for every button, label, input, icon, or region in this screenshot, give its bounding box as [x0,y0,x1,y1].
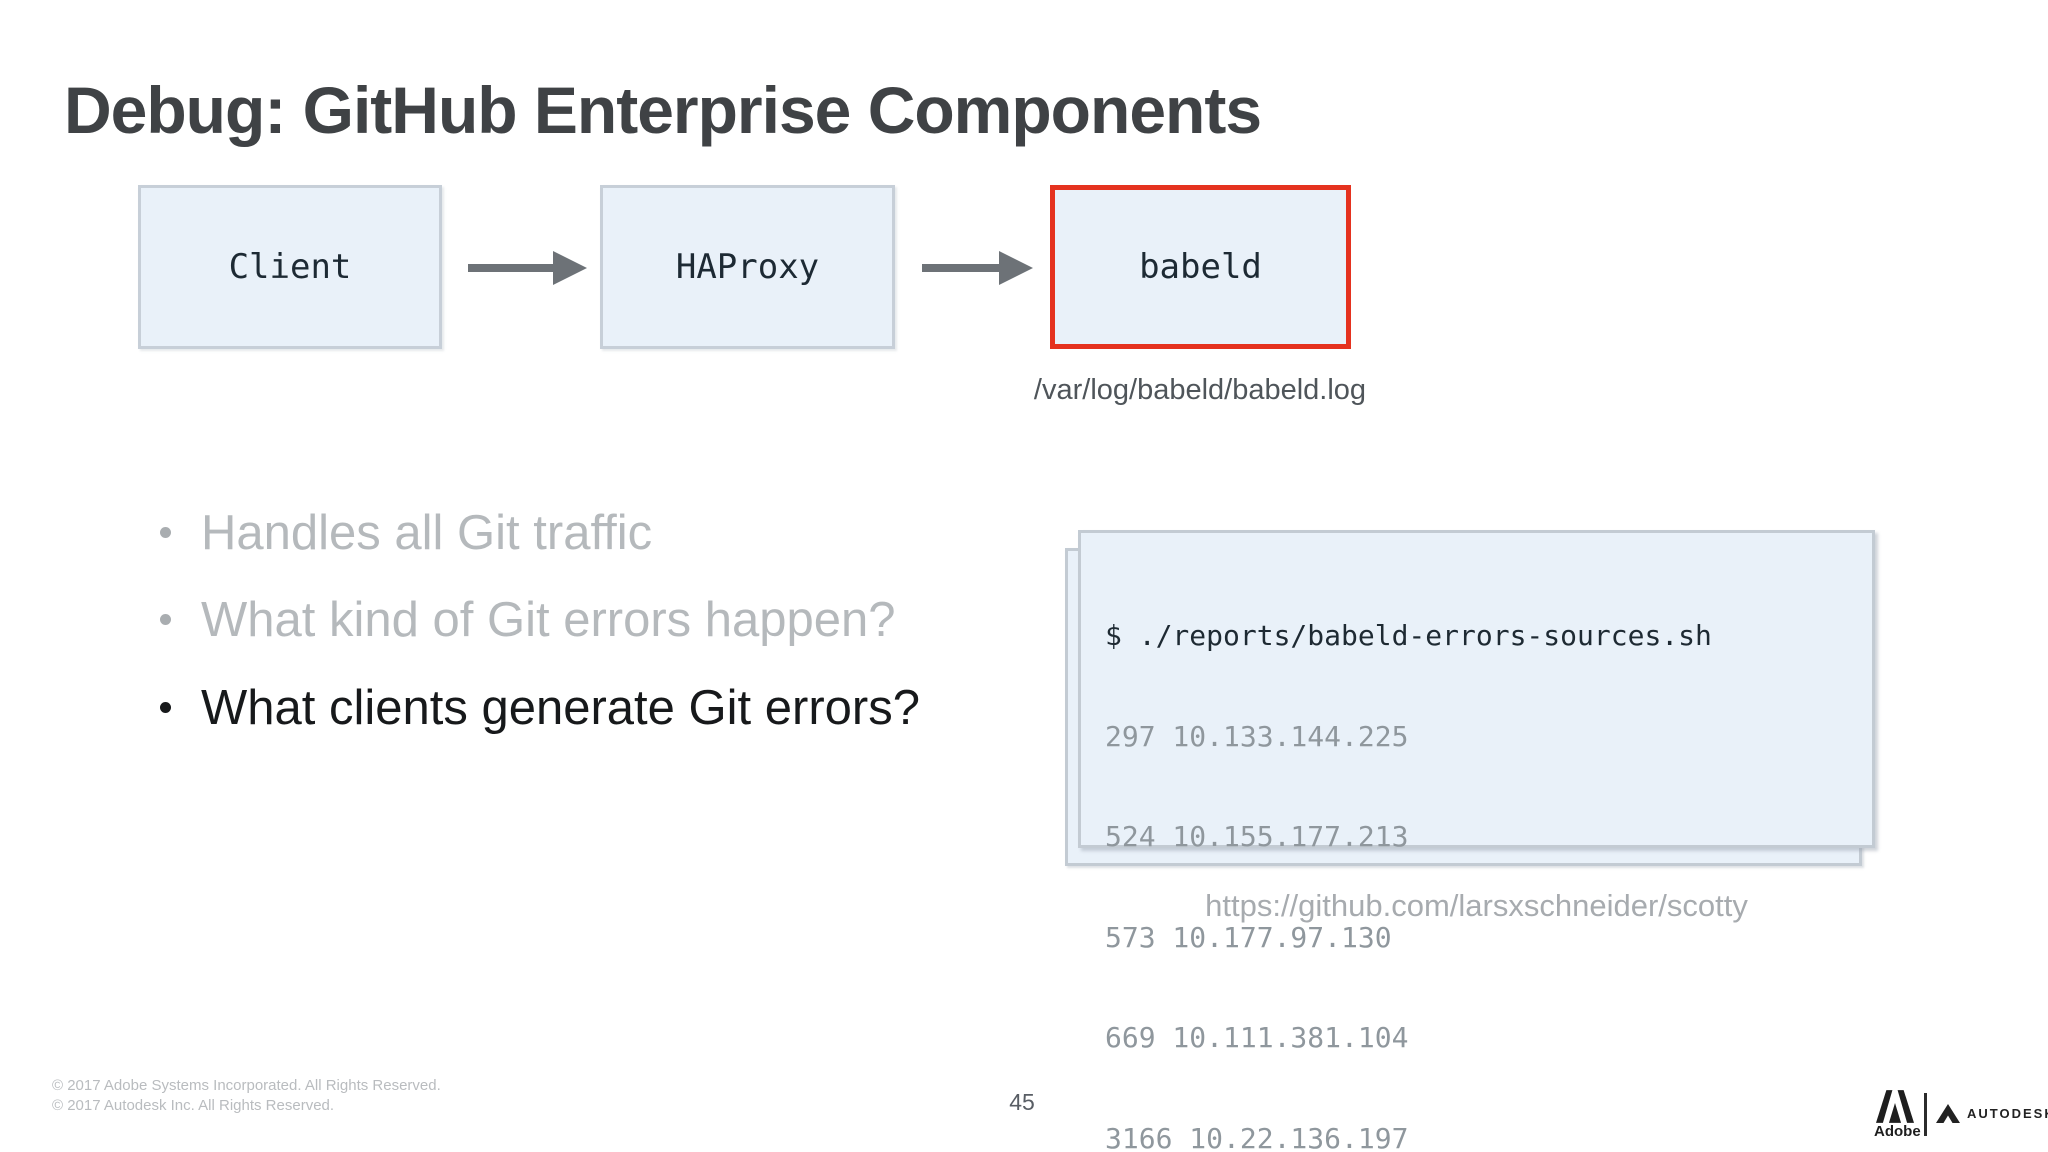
terminal-panel-front [1078,530,1875,848]
terminal-line: 3166 10.22.136.197 [1105,1121,1409,1152]
footer-logos: Adobe AUTODESK. [1874,1090,2048,1144]
diagram-node-client: Client [138,185,442,349]
slide-title: Debug: GitHub Enterprise Components [64,73,1262,147]
bullet-text: Handles all Git traffic [201,506,653,560]
diagram-node-haproxy: HAProxy [600,185,895,349]
bullet-dot-icon [160,702,171,713]
adobe-wordmark: Adobe [1874,1123,1921,1140]
babeld-log-path: /var/log/babeld/babeld.log [1033,374,1367,406]
terminal-line: 573 10.177.97.130 [1105,920,1392,954]
autodesk-logo: AUTODESK. [1936,1104,2048,1123]
adobe-logo: Adobe [1874,1090,1921,1140]
diagram-node-babeld-label: babeld [1139,247,1262,287]
logo-divider [1924,1093,1927,1136]
bullet-text: What kind of Git errors happen? [201,593,896,647]
bullet-item: Handles all Git traffic [160,505,652,561]
terminal-command: $ ./reports/babeld-errors-sources.sh [1105,619,1712,652]
copyright-line-adobe: © 2017 Adobe Systems Incorporated. All R… [52,1077,441,1094]
bullet-text: What clients generate Git errors? [201,681,920,735]
bullet-dot-icon [160,614,171,625]
bullet-item: What kind of Git errors happen? [160,592,896,648]
bullet-dot-icon [160,527,171,538]
arrow-client-to-haproxy-head [553,251,587,285]
diagram-node-haproxy-label: HAProxy [675,247,820,287]
copyright-notice: © 2017 Adobe Systems Incorporated. All R… [52,1076,441,1116]
terminal-line: 524 10.155.177.213 [1105,820,1409,853]
arrow-haproxy-to-babeld-head [999,251,1033,285]
arrow-client-to-haproxy [468,264,560,272]
page-number: 45 [1009,1089,1035,1115]
diagram-node-babeld-highlighted: babeld [1050,185,1351,349]
autodesk-a-icon [1936,1104,1960,1123]
terminal-line: 669 10.111.381.104 [1105,1021,1409,1054]
github-repo-url: https://github.com/larsxschneider/scotty [1205,888,1748,923]
autodesk-wordmark: AUTODESK. [1967,1106,2048,1121]
arrow-haproxy-to-babeld [922,264,1006,272]
terminal-line: 297 10.133.144.225 [1105,719,1409,753]
diagram-node-client-label: Client [228,247,352,287]
adobe-a-icon [1876,1090,1914,1123]
terminal-output: $ ./reports/babeld-errors-sources.sh 297… [1105,552,1865,1152]
copyright-line-autodesk: © 2017 Autodesk Inc. All Rights Reserved… [52,1097,335,1114]
bullet-item-emphasized: What clients generate Git errors? [160,680,920,736]
